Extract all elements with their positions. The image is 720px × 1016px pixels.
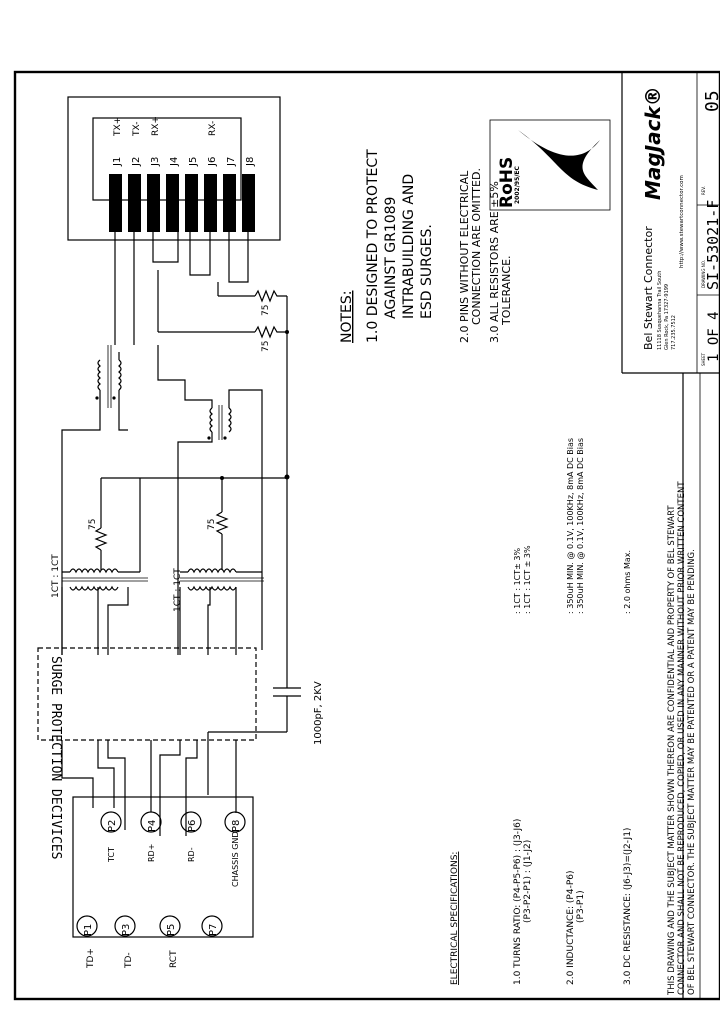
pin-p3: P3 xyxy=(121,924,132,936)
address-line-3: 717.235.7512 xyxy=(671,315,677,350)
signal-rx-plus: RX+ xyxy=(151,116,161,136)
inductance-value-2: : 350uH MIN. @ 0.1V, 100KHz, 8mA DC Bias xyxy=(576,438,585,614)
transformer-rx: 1CT : 1CT 75 xyxy=(101,476,287,655)
pin-j2: J2 xyxy=(131,157,142,167)
label-rd-plus: RD+ xyxy=(147,844,156,862)
jack-termination: 75 75 xyxy=(114,232,290,655)
pin-j4: J4 xyxy=(169,157,180,167)
resistor-75-b-value: 75 xyxy=(261,341,271,352)
pin-p8: P8 xyxy=(231,820,242,832)
inductance-value-1: : 350uH MIN. @ 0.1V, 100KHz, 8mA DC Bias xyxy=(566,438,575,614)
transformer-tx: 1CT : 1CT 75 xyxy=(51,478,148,655)
confidential-line-1: THIS DRAWING AND THE SUBJECT MATTER SHOW… xyxy=(667,505,677,996)
note-3-line-1: 3.0 ALL RESISTORS ARE ±5% xyxy=(488,181,501,343)
turns-ratio-line-1: 1.0 TURNS RATIO: (P4-P5-P6) : (J3-J6) xyxy=(513,819,523,985)
rx-ratio-label: 1CT : 1CT xyxy=(173,568,183,612)
sheet-label: SHEET xyxy=(701,352,706,366)
inductance-line-1: 2.0 INDUCTANCE: (P4-P6) xyxy=(566,871,576,986)
resistor-75-rx-value: 75 xyxy=(207,519,217,530)
drawing-no-label: DRAWING NO. xyxy=(701,260,706,288)
resistor-75-a-value: 75 xyxy=(261,305,271,316)
signal-rx-minus: RX- xyxy=(208,121,218,136)
plug-body xyxy=(72,796,254,938)
drawing-border xyxy=(13,70,720,1001)
surge-protection-block: SURGE PROTECTION DECIVICES xyxy=(37,647,257,860)
pin-p2: P2 xyxy=(107,820,118,832)
company-name: Bel Stewart Connector xyxy=(642,226,655,350)
notes-heading: NOTES: xyxy=(339,291,355,344)
address-line-1: 11118 Susquehanna Trail South xyxy=(657,271,663,350)
signal-tx-minus: TX- xyxy=(132,122,142,137)
note-1-line-1: 1.0 DESIGNED TO PROTECT xyxy=(365,149,381,343)
surge-block-label: SURGE PROTECTION DECIVICES xyxy=(48,656,63,860)
rohs-logo: RoHS 2002/95/EC xyxy=(489,119,611,211)
jack-body xyxy=(67,96,281,241)
plug-wiring xyxy=(61,732,237,836)
revision: 05 xyxy=(702,90,720,112)
dc-resistance: 3.0 DC RESISTANCE: (J6-J3)=(J2-J1) xyxy=(623,828,633,985)
pin-j7: J7 xyxy=(226,157,237,167)
confidential-line-2: CONNECTOR AND SHALL NOT BE REPRODUCED, C… xyxy=(677,481,687,995)
capacitor-value: 1000pF, 2KV xyxy=(313,681,324,745)
rj45-plug: P1 P2 P3 P4 P5 P6 P7 P8 TCT RD+ RD- CHAS… xyxy=(72,796,254,969)
label-tct: TCT xyxy=(107,847,116,863)
label-chassis-gnd: CHASSIS GND xyxy=(231,831,240,887)
electrical-specs: ELECTRICAL SPECIFICATIONS: 1.0 TURNS RAT… xyxy=(450,438,633,985)
pin-p7: P7 xyxy=(208,924,219,936)
turns-ratio-value-1: : 1CT : 1CT± 3% xyxy=(513,548,522,614)
signal-tx-plus: TX+ xyxy=(113,117,123,137)
pin-p5: P5 xyxy=(166,924,177,936)
tx-ratio-label: 1CT : 1CT xyxy=(51,554,61,598)
rj45-jack: J1 J2 J3 J4 J5 J6 J7 J8 TX+ TX- RX+ RX- xyxy=(67,96,281,241)
pin-j8: J8 xyxy=(245,157,256,167)
inductance-line-2: (P3-P1) xyxy=(576,890,586,923)
label-td-minus: TD- xyxy=(124,952,134,969)
specs-heading: ELECTRICAL SPECIFICATIONS: xyxy=(450,852,460,985)
note-2-line-1: 2.0 PINS WITHOUT ELECTRICAL xyxy=(458,170,471,343)
resistor-75-tx-value: 75 xyxy=(88,519,98,530)
label-rd-minus: RD- xyxy=(187,847,196,862)
turns-ratio-value-2: : 1CT : 1CT ± 3% xyxy=(523,545,532,614)
drawing-number: SI-53021-F xyxy=(704,200,720,290)
capacitor-1000pf: 1000pF, 2KV xyxy=(208,655,324,745)
pin-p1: P1 xyxy=(83,924,94,936)
brand-logo: MagJack® xyxy=(641,86,665,200)
notes: NOTES: 1.0 DESIGNED TO PROTECT AGAINST G… xyxy=(339,149,513,343)
pin-j3: J3 xyxy=(150,157,161,167)
rev-label: REV. xyxy=(701,186,706,195)
pin-j5: J5 xyxy=(188,157,199,167)
rohs-text: RoHS xyxy=(497,157,517,208)
label-rct: RCT xyxy=(169,950,179,968)
title-block: Bel Stewart Connector 11118 Susquehanna … xyxy=(489,72,720,999)
website: http://www.stewartconnector.com xyxy=(679,175,685,268)
note-1-line-3: INTRABUILDING AND xyxy=(401,174,417,319)
note-3-line-2: TOLERANCE. xyxy=(500,255,513,326)
note-1-line-4: ESD SURGES. xyxy=(419,224,435,319)
note-2-line-2: CONNECTION ARE OMITTED. xyxy=(470,168,483,325)
pin-p6: P6 xyxy=(187,820,198,832)
turns-ratio-line-2: (P3-P2-P1) : (J1-J2) xyxy=(523,840,533,923)
address-line-2: Glen Rock, Pa 17327-9199 xyxy=(664,284,670,350)
pin-p4: P4 xyxy=(147,820,158,832)
confidential-line-3: OF BEL STEWART CONNECTOR. THE SUBJECT MA… xyxy=(687,549,697,995)
rohs-directive: 2002/95/EC xyxy=(514,165,521,204)
label-td-plus: TD+ xyxy=(86,948,96,969)
sheet-number: 1 OF 4 xyxy=(706,311,720,362)
resistor-75-rx xyxy=(215,511,229,535)
dc-resistance-value: : 2.0 ohms Max. xyxy=(623,550,632,614)
resistor-75-b xyxy=(254,325,287,339)
pin-j1: J1 xyxy=(112,157,123,167)
note-1-line-2: AGAINST GR1089 xyxy=(383,197,399,319)
resistor-75-a xyxy=(254,289,287,303)
resistor-75-tx xyxy=(94,527,108,551)
common-mode-choke-rx xyxy=(157,345,263,655)
pin-j6: J6 xyxy=(207,157,218,167)
common-mode-choke-tx xyxy=(61,345,128,655)
